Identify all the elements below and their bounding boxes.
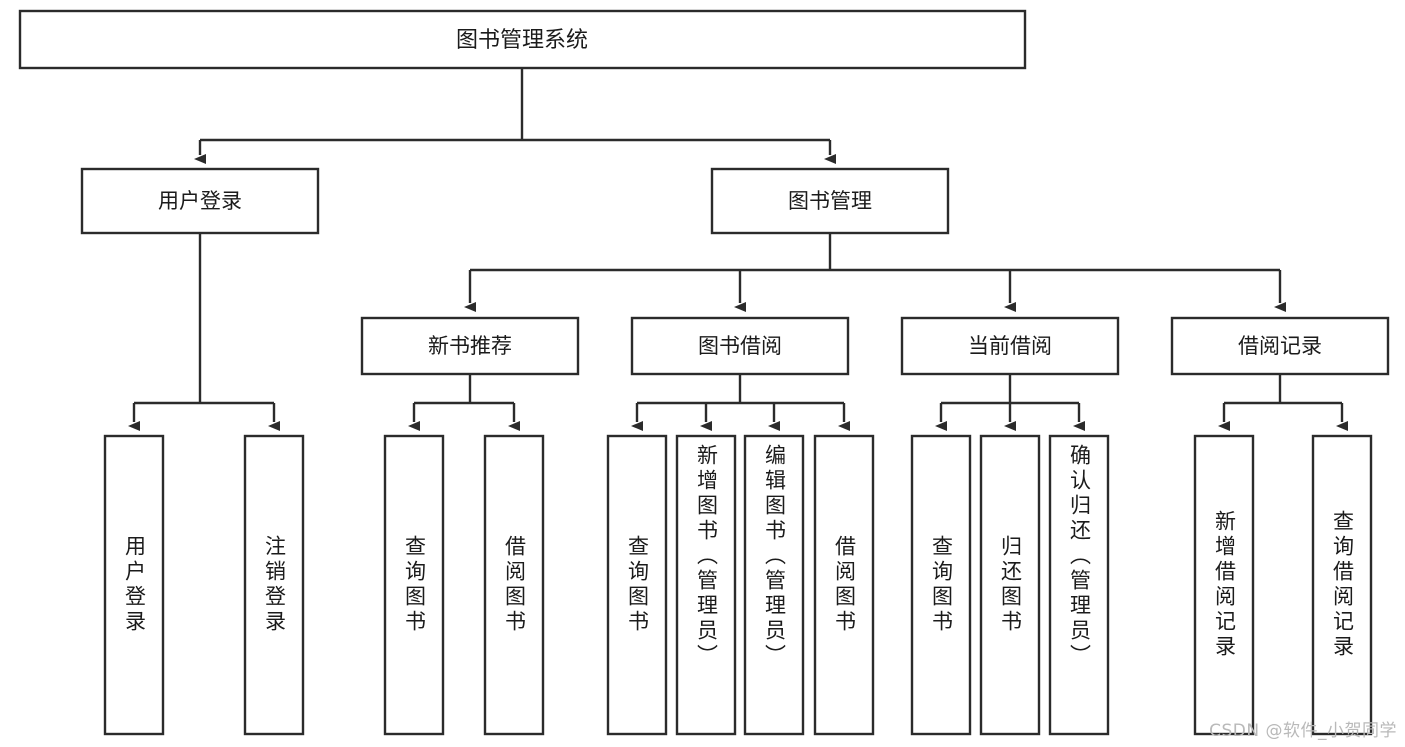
node-borrow-record[interactable] <box>1170 316 1390 376</box>
label-book-borrow: 图书借阅 <box>698 334 782 358</box>
node-new-book-recommend[interactable] <box>360 316 580 376</box>
label-root: 图书管理系统 <box>456 28 588 53</box>
label-current-borrow: 当前借阅 <box>968 334 1052 358</box>
label-user-login: 用户登录 <box>158 189 242 213</box>
connector-book-mgmt-to-level3 <box>464 233 1286 312</box>
node-book-management[interactable] <box>710 167 950 235</box>
label-book-management: 图书管理 <box>788 189 872 213</box>
leaf-box-edit-book[interactable] <box>743 434 805 736</box>
leaf-box-query-book-2[interactable] <box>606 434 668 736</box>
leaf-box-query-book-3[interactable] <box>910 434 972 736</box>
connector-new-book-to-leaves <box>408 374 520 431</box>
node-user-login[interactable] <box>80 167 320 235</box>
leaf-box-query-book-1[interactable] <box>383 434 445 736</box>
leaf-box-query-record[interactable] <box>1311 434 1373 736</box>
node-root-book-management-system[interactable] <box>18 9 1027 70</box>
leaf-box-add-book[interactable] <box>675 434 737 736</box>
connector-current-borrow-to-leaves <box>935 374 1085 431</box>
leaf-box-return-book[interactable] <box>979 434 1041 736</box>
leaf-box-logout[interactable] <box>243 434 305 736</box>
watermark-text: CSDN @软件_小贺同学 <box>1209 721 1397 741</box>
leaf-box-confirm-return[interactable] <box>1048 434 1110 736</box>
node-book-borrow[interactable] <box>630 316 850 376</box>
connector-root-to-level2 <box>194 68 836 164</box>
leaf-box-borrow-book-2[interactable] <box>813 434 875 736</box>
leaf-box-user-login[interactable] <box>103 434 165 736</box>
connector-borrow-record-to-leaves <box>1218 374 1348 431</box>
label-borrow-record: 借阅记录 <box>1238 334 1322 358</box>
connector-borrow-to-leaves <box>631 374 850 431</box>
leaf-box-add-record[interactable] <box>1193 434 1255 736</box>
label-new-book-recommend: 新书推荐 <box>428 334 512 358</box>
node-current-borrow[interactable] <box>900 316 1120 376</box>
leaf-box-borrow-book-1[interactable] <box>483 434 545 736</box>
connector-user-login-to-leaves <box>128 233 280 431</box>
